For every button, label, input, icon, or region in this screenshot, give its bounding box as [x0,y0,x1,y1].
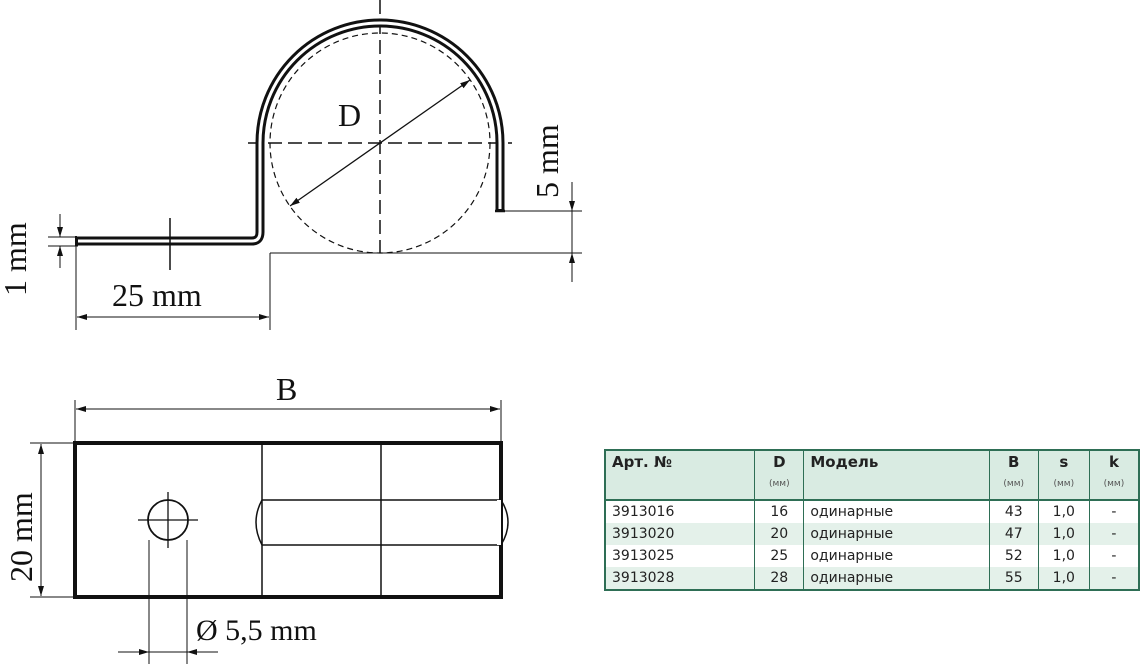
cell-k: - [1088,523,1139,545]
hole-label: Ø 5,5 mm [196,614,317,647]
cell-model: одинарные [803,500,990,523]
cell-k: - [1088,567,1139,590]
cell-b: 55 [988,567,1039,590]
cell-art: 3913020 [605,523,755,545]
header-d: D (мм) [754,450,804,500]
table-row: 3913020 20 одинарные 47 1,0 - [605,523,1139,545]
diameter-arrow [289,79,471,207]
width-label: 20 mm [3,492,39,582]
spec-table: Арт. № D (мм) Модель B (мм) s (мм) k (мм… [604,449,1140,591]
cell-s: 1,0 [1037,523,1090,545]
thickness-label: 1 mm [0,222,33,296]
header-s-unit: (мм) [1053,479,1075,489]
diameter-label: D [338,97,361,133]
clamp-strip-inner [78,21,502,243]
cell-model: одинарные [803,523,990,545]
header-s: s (мм) [1037,450,1090,500]
cell-b: 43 [988,500,1039,523]
cell-k: - [1088,500,1139,523]
table-row: 3913025 25 одинарные 52 1,0 - [605,545,1139,567]
cell-art: 3913028 [605,567,755,590]
table-row: 3913028 28 одинарные 55 1,0 - [605,567,1139,590]
height-label: 5 mm [529,124,565,198]
cell-k: - [1088,545,1139,567]
cell-art: 3913016 [605,500,755,523]
cell-d: 25 [754,545,804,567]
top-view [30,400,509,664]
cell-b: 47 [988,523,1039,545]
stiffening-rib [255,499,509,546]
cell-model: одинарные [803,545,990,567]
table-row: 3913016 16 одинарные 43 1,0 - [605,500,1139,523]
header-model: Модель [803,450,990,500]
cell-s: 1,0 [1037,500,1090,523]
header-art: Арт. № [605,450,755,500]
clamp-strip-outer [76,18,505,246]
cell-art: 3913025 [605,545,755,567]
header-b: B (мм) [988,450,1039,500]
flange-label: 25 mm [112,277,202,313]
header-k-unit: (мм) [1103,479,1125,489]
cell-s: 1,0 [1037,545,1090,567]
table-header-row: Арт. № D (мм) Модель B (мм) s (мм) k (мм… [605,450,1139,500]
cell-d: 20 [754,523,804,545]
side-view [48,0,582,330]
header-k: k (мм) [1088,450,1139,500]
length-label: B [276,371,297,407]
cell-model: одинарные [803,567,990,590]
cell-b: 52 [988,545,1039,567]
header-b-unit: (мм) [1003,479,1025,489]
cell-d: 16 [754,500,804,523]
header-d-unit: (мм) [769,479,790,489]
cell-d: 28 [754,567,804,590]
cell-s: 1,0 [1037,567,1090,590]
